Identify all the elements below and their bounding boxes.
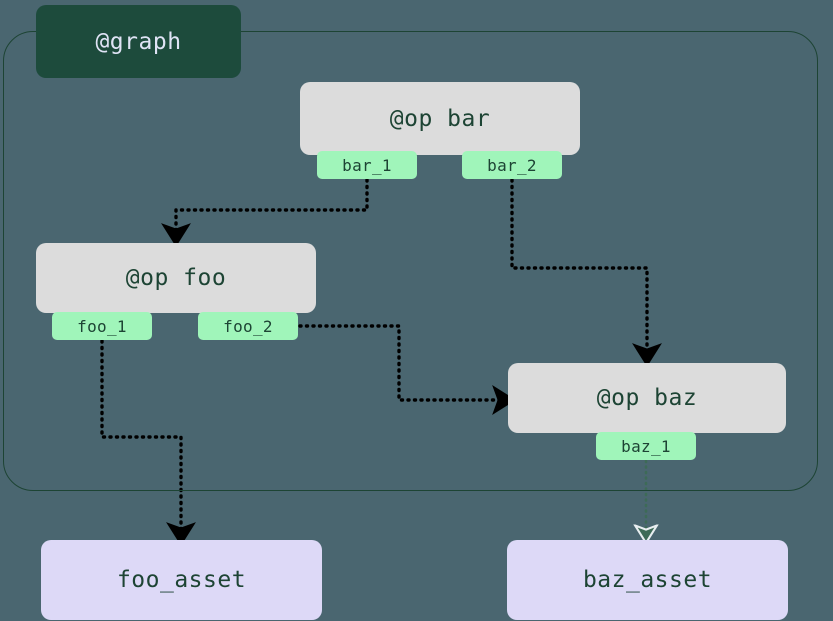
port-bar_1[interactable]: bar_1 (317, 151, 417, 179)
port-baz_1-label: baz_1 (621, 436, 671, 456)
port-bar_2[interactable]: bar_2 (462, 151, 562, 179)
graph-cluster-label: @graph (36, 5, 241, 78)
op-node-foo[interactable]: @op foo (36, 243, 316, 313)
port-bar_2-label: bar_2 (487, 155, 537, 175)
graph-cluster-label-text: @graph (95, 28, 182, 55)
port-foo_1-label: foo_1 (77, 316, 127, 336)
op-node-bar-label: @op bar (389, 105, 491, 132)
port-foo_1[interactable]: foo_1 (52, 312, 152, 340)
asset-node-baz_asset[interactable]: baz_asset (507, 540, 788, 620)
port-foo_2[interactable]: foo_2 (198, 312, 298, 340)
op-node-baz[interactable]: @op baz (508, 363, 786, 433)
asset-node-foo_asset[interactable]: foo_asset (41, 540, 322, 620)
port-baz_1[interactable]: baz_1 (596, 432, 696, 460)
op-node-baz-label: @op baz (596, 385, 698, 411)
port-bar_1-label: bar_1 (342, 155, 392, 175)
port-foo_2-label: foo_2 (223, 316, 273, 336)
asset-node-baz_asset-label: baz_asset (582, 567, 713, 593)
asset-node-foo_asset-label: foo_asset (116, 567, 247, 593)
graph-cluster-outline (3, 31, 818, 491)
op-node-foo-label: @op foo (125, 265, 227, 291)
op-node-bar[interactable]: @op bar (300, 82, 580, 155)
